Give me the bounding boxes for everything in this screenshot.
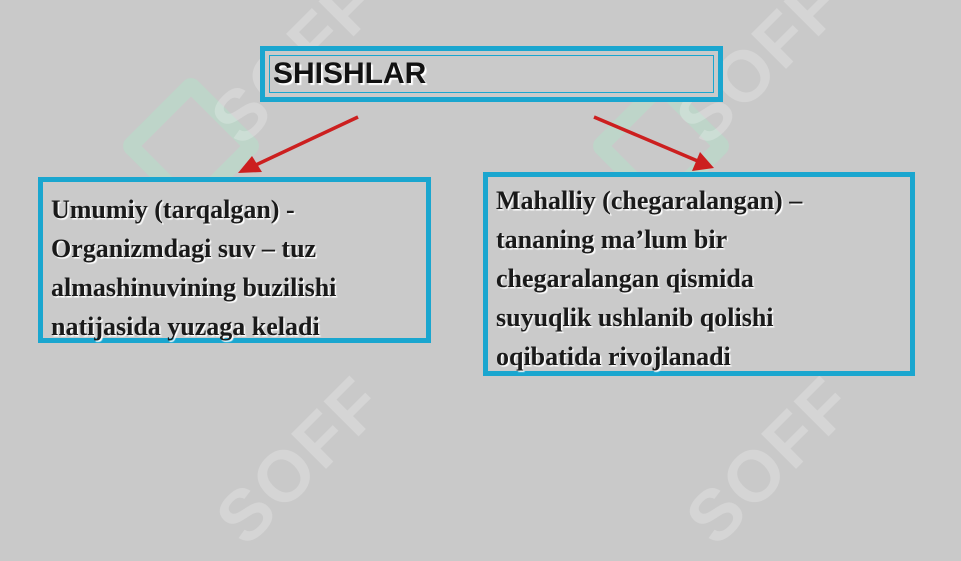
arrow-right-head [692,152,714,171]
local-edema-box: Mahalliy (chegaralangan) – tananing ma’l… [483,172,915,376]
text-line: Mahalliy (chegaralangan) – [496,186,803,215]
text-line: Organizmdagi suv – tuz [51,234,317,263]
title-box-inner-border [269,55,714,93]
local-edema-text: Mahalliy (chegaralangan) – tananing ma’l… [496,181,916,376]
arrow-left-head [238,156,262,173]
text-line: tananing ma’lum bir [496,225,728,254]
diagram-arrows [238,115,714,173]
text-line: suyuqlik ushlanib qolishi [496,303,774,332]
text-line: almashinuvining buzilishi [51,273,337,302]
general-edema-text: Umumiy (tarqalgan) - Organizmdagi suv – … [51,190,431,346]
arrow-left [244,115,359,172]
text-line: chegaralangan qismida [496,264,754,293]
text-line: Umumiy (tarqalgan) - [51,195,295,224]
text-line: oqibatida rivojlanadi [496,342,731,371]
title-box: SHISHLAR [260,46,723,102]
general-edema-box: Umumiy (tarqalgan) - Organizmdagi suv – … [38,177,431,343]
text-line: natijasida yuzaga keladi [51,312,320,341]
title: SHISHLAR [273,57,427,90]
arrow-right [593,115,701,164]
